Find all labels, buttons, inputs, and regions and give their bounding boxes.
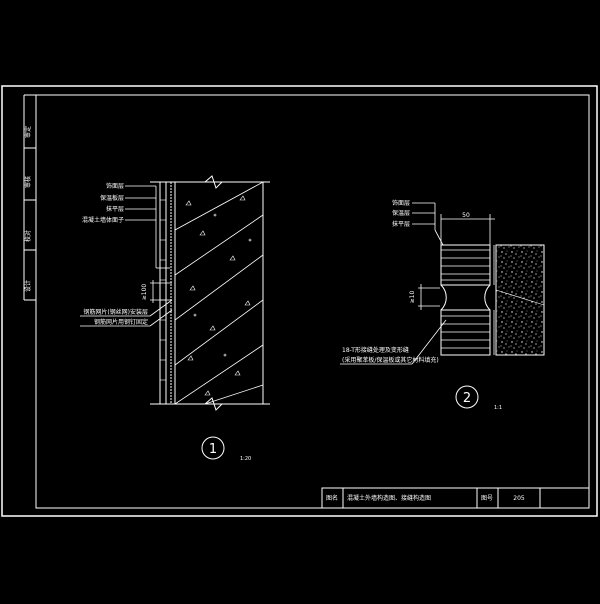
detail2-marker-number: 2 bbox=[463, 391, 471, 406]
detail1-dimension bbox=[150, 280, 172, 303]
detail1-label-wall-face: 混凝土墙体面子 bbox=[82, 216, 124, 224]
detail2-note-line2: (采用聚苯板/保温板或其它材料填充) bbox=[342, 356, 439, 364]
detail2-marker-circle bbox=[455, 385, 479, 409]
sheet-outer-border bbox=[1, 85, 598, 517]
detail2-label-insulation: 保温层 bbox=[392, 209, 410, 217]
break-line-top bbox=[150, 175, 270, 189]
detail1-label-mesh: 钢筋网片(钢丝网)安装层 bbox=[83, 308, 148, 316]
detail2-width-dimension bbox=[440, 214, 495, 245]
detail-2: 饰面层 保温层 抹平层 50 bbox=[340, 199, 545, 411]
title-block: 图名 混凝土外墙构造图、接缝构造图 图号 205 bbox=[321, 487, 590, 509]
detail2-upper-lines bbox=[441, 245, 495, 285]
detail2-substrate bbox=[495, 244, 545, 356]
detail1-marker-circle bbox=[201, 436, 225, 460]
detail1-dim-label: ≥100 bbox=[141, 284, 148, 301]
detail1-label-plaster: 抹平层 bbox=[106, 205, 124, 213]
side-label-review: 审核 bbox=[24, 176, 32, 188]
detail1-label-insulation: 保温板层 bbox=[100, 194, 124, 202]
side-label-approve: 审定 bbox=[24, 126, 32, 138]
detail2-lower-block bbox=[440, 309, 491, 356]
detail2-label-plaster: 抹平层 bbox=[392, 220, 410, 228]
detail1-label-nail: 钢筋网片用钢钉固定 bbox=[94, 318, 148, 326]
detail2-lower-lines bbox=[441, 310, 495, 355]
detail2-upper-block bbox=[440, 244, 491, 286]
detail2-note-leader bbox=[340, 319, 447, 365]
detail2-dim-width: 50 bbox=[462, 212, 470, 219]
concrete-hatch bbox=[175, 182, 263, 404]
aggregate-marks bbox=[185, 195, 252, 396]
concrete-wall bbox=[174, 181, 264, 405]
title-number-label: 图号 bbox=[481, 495, 493, 502]
title-number-value: 205 bbox=[513, 495, 525, 502]
break-line-bottom bbox=[150, 397, 270, 411]
detail1-leaders-top bbox=[125, 185, 170, 269]
side-panel: 审定 审核 校对 设计 bbox=[23, 94, 37, 301]
title-name-label: 图名 bbox=[326, 494, 338, 502]
tile-ticks bbox=[160, 199, 166, 381]
detail2-scale: 1:1 bbox=[494, 405, 502, 411]
side-label-design: 设计 bbox=[24, 280, 32, 292]
detail1-scale: 1:20 bbox=[240, 456, 251, 462]
detail2-note-line1: 18-T形接缝处理及变形缝 bbox=[342, 346, 409, 354]
detail1-leaders-bottom bbox=[80, 299, 173, 327]
detail2-joint bbox=[440, 284, 491, 311]
sheet-inner-border bbox=[35, 94, 590, 509]
detail1-label-finish: 饰面层 bbox=[106, 182, 124, 190]
detail2-gap-dimension bbox=[418, 284, 440, 310]
detail2-label-finish: 饰面层 bbox=[392, 199, 410, 207]
detail2-dim-gap: ≥10 bbox=[409, 290, 416, 303]
detail2-leaders-top bbox=[412, 202, 444, 246]
detail-1: 饰面层 保温板层 抹平层 混凝土墙体面子 ≥100 钢筋网片(钢丝网)安装层 钢… bbox=[80, 175, 270, 462]
title-name-value: 混凝土外墙构造图、接缝构造图 bbox=[347, 494, 431, 502]
side-label-check: 校对 bbox=[24, 230, 32, 242]
detail1-marker-number: 1 bbox=[209, 442, 217, 457]
